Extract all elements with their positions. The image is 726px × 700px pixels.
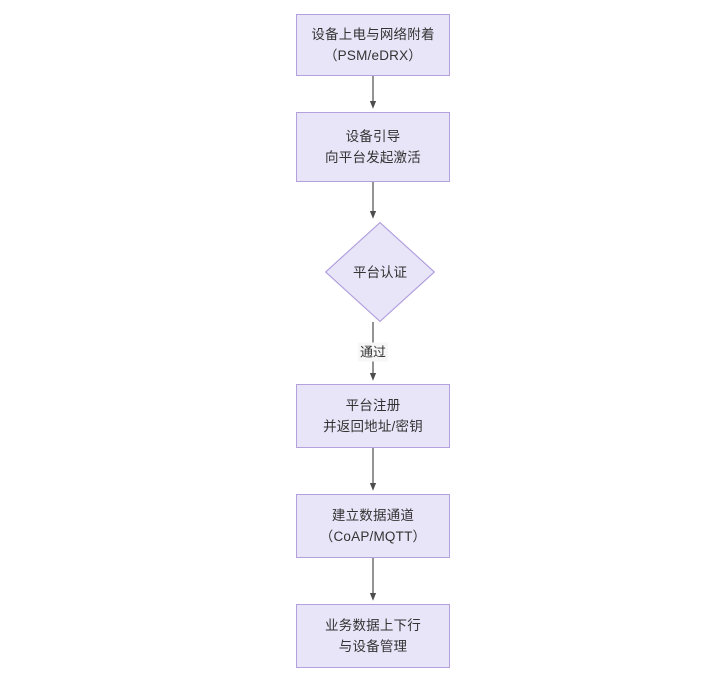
node-platform-register-line-2: 并返回地址/密钥 [323, 419, 423, 434]
node-data-channel-line-1: 建立数据通道 [331, 508, 415, 523]
node-platform-auth-label: 平台认证 [353, 264, 407, 280]
node-bootstrap-line-1: 设备引导 [345, 129, 401, 144]
edge-label-pass: 通过 [357, 342, 389, 362]
node-platform-register-line-1: 平台注册 [345, 398, 401, 413]
node-business-data[interactable]: 业务数据上下行 与设备管理 [296, 604, 450, 668]
node-data-channel[interactable]: 建立数据通道 （CoAP/MQTT） [296, 494, 450, 558]
node-business-data-line-1: 业务数据上下行 [325, 618, 421, 633]
node-power-on-line-2: （PSM/eDRX） [323, 48, 423, 63]
node-power-on-line-1: 设备上电与网络附着 [311, 27, 435, 42]
node-platform-auth[interactable]: 平台认证 [325, 222, 435, 322]
node-business-data-line-2: 与设备管理 [338, 639, 408, 654]
node-bootstrap[interactable]: 设备引导 向平台发起激活 [296, 112, 450, 182]
diamond-shape [325, 222, 435, 322]
node-power-on[interactable]: 设备上电与网络附着 （PSM/eDRX） [296, 14, 450, 76]
node-bootstrap-line-2: 向平台发起激活 [325, 150, 421, 165]
node-data-channel-line-2: （CoAP/MQTT） [319, 529, 427, 544]
node-platform-register[interactable]: 平台注册 并返回地址/密钥 [296, 384, 450, 448]
